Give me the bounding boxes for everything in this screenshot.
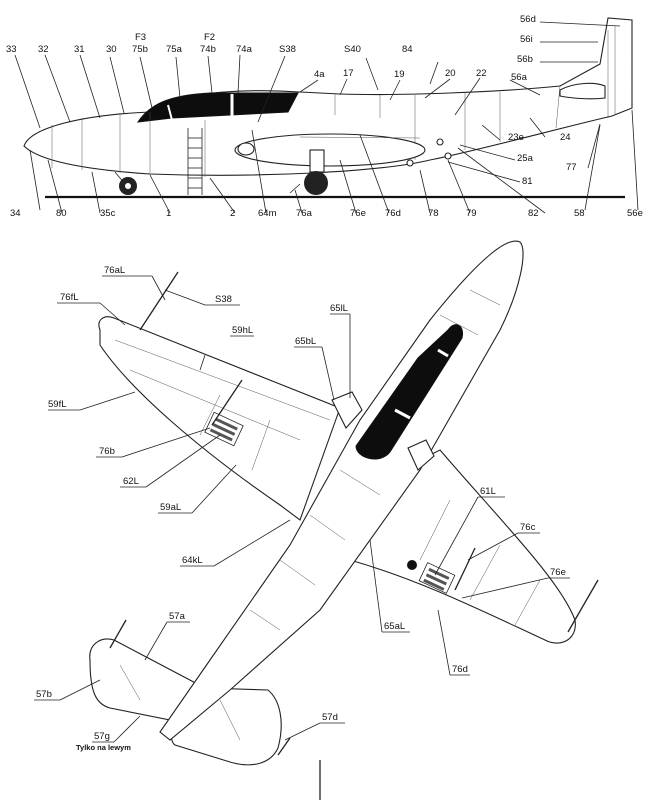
- label-22: 22: [476, 68, 487, 79]
- label-s38: S38: [279, 44, 296, 55]
- label-19: 19: [394, 69, 405, 80]
- canopy-frame: [167, 104, 173, 121]
- label-25a: 25a: [517, 153, 534, 164]
- side-tailplane: [559, 82, 606, 100]
- label-65aL: 65aL: [384, 621, 405, 632]
- label-56b: 56b: [517, 54, 533, 65]
- side-wing: [234, 133, 426, 167]
- label-35c: 35c: [100, 208, 116, 219]
- label-80: 80: [56, 208, 67, 219]
- label-61L: 61L: [480, 486, 496, 497]
- label-s40: S40: [344, 44, 361, 55]
- nose-gear: [114, 171, 137, 195]
- main-gear: [289, 149, 328, 195]
- label-64m: 64m: [258, 208, 277, 219]
- vent-1: [436, 138, 444, 146]
- label-64kL: 64kL: [182, 555, 203, 566]
- label-76e: 76e: [350, 208, 366, 219]
- label-2: 2: [230, 208, 235, 219]
- label-23e: 23e: [508, 132, 524, 143]
- label-59aL: 59aL: [160, 502, 181, 513]
- note-left-only: Tylko na lewym: [76, 743, 131, 752]
- label-f2: F2: [204, 32, 215, 43]
- top-right-wing: [349, 449, 576, 644]
- vent-3: [406, 159, 414, 167]
- roundel-marker: [407, 560, 417, 570]
- label-76fL: 76fL: [60, 292, 79, 303]
- label-17: 17: [343, 68, 354, 79]
- side-canopy: [136, 92, 299, 123]
- top-panel-lines: [114, 289, 541, 741]
- top-intake-left: [331, 391, 363, 429]
- wing-root-line: [299, 136, 421, 139]
- decal-61L: [418, 562, 456, 594]
- label-30: 30: [106, 44, 117, 55]
- side-label-group: 33 32 31 30 F3 75b 75a F2 74b 74a S38 4a…: [6, 14, 643, 219]
- label-56i: 56i: [520, 34, 533, 45]
- label-32: 32: [38, 44, 49, 55]
- label-76aL: 76aL: [104, 265, 125, 276]
- label-59hL: 59hL: [232, 325, 253, 336]
- label-f3: F3: [135, 32, 146, 43]
- label-34: 34: [10, 208, 21, 219]
- side-intake: [237, 142, 255, 156]
- top-canopy: [355, 324, 464, 460]
- label-74a: 74a: [236, 44, 253, 55]
- label-57a: 57a: [169, 611, 186, 622]
- label-58: 58: [574, 208, 585, 219]
- label-57b: 57b: [36, 689, 52, 700]
- label-s38-top: S38: [215, 294, 232, 305]
- top-canopy-frame: [437, 348, 449, 358]
- label-79: 79: [466, 208, 477, 219]
- label-76a: 76a: [296, 208, 313, 219]
- top-leader-lines: [34, 275, 570, 743]
- label-77: 77: [566, 162, 577, 173]
- label-76d-top: 76d: [452, 664, 468, 675]
- label-59fL: 59fL: [48, 399, 67, 410]
- top-view: 76aL S38 76fL 65lL 59hL 65bL 59fL 76b 62…: [34, 240, 599, 800]
- label-65lL: 65lL: [330, 303, 348, 314]
- label-24: 24: [560, 132, 571, 143]
- label-78: 78: [428, 208, 439, 219]
- label-75a: 75a: [166, 44, 183, 55]
- label-57g: 57g: [94, 731, 110, 742]
- label-4a: 4a: [314, 69, 325, 80]
- label-82: 82: [528, 208, 539, 219]
- label-75b: 75b: [132, 44, 148, 55]
- label-56d: 56d: [520, 14, 536, 25]
- label-1: 1: [166, 208, 171, 219]
- label-62L: 62L: [123, 476, 139, 487]
- vent-2: [444, 152, 452, 160]
- antenna-84: [429, 61, 439, 85]
- label-57d: 57d: [322, 712, 338, 723]
- label-84: 84: [402, 44, 413, 55]
- top-antennas: [109, 271, 599, 756]
- label-31: 31: [74, 44, 85, 55]
- top-canopy-frame-2: [394, 408, 411, 420]
- label-74b: 74b: [200, 44, 216, 55]
- label-56a: 56a: [511, 72, 528, 83]
- top-intake-right: [407, 439, 435, 471]
- label-81: 81: [522, 176, 533, 187]
- label-76c: 76c: [520, 522, 536, 533]
- label-20: 20: [445, 68, 456, 79]
- side-panel-lines: [51, 26, 616, 177]
- label-65bL: 65bL: [295, 336, 316, 347]
- label-33: 33: [6, 44, 17, 55]
- top-label-group: 76aL S38 76fL 65lL 59hL 65bL 59fL 76b 62…: [36, 265, 566, 752]
- label-76e-top: 76e: [550, 567, 566, 578]
- boarding-ladder: [187, 128, 203, 195]
- label-76d: 76d: [385, 208, 401, 219]
- side-view: 33 32 31 30 F3 75b 75a F2 74b 74a S38 4a…: [6, 14, 643, 219]
- side-leader-lines: [14, 21, 639, 214]
- label-76b: 76b: [99, 446, 115, 457]
- label-56e: 56e: [627, 208, 643, 219]
